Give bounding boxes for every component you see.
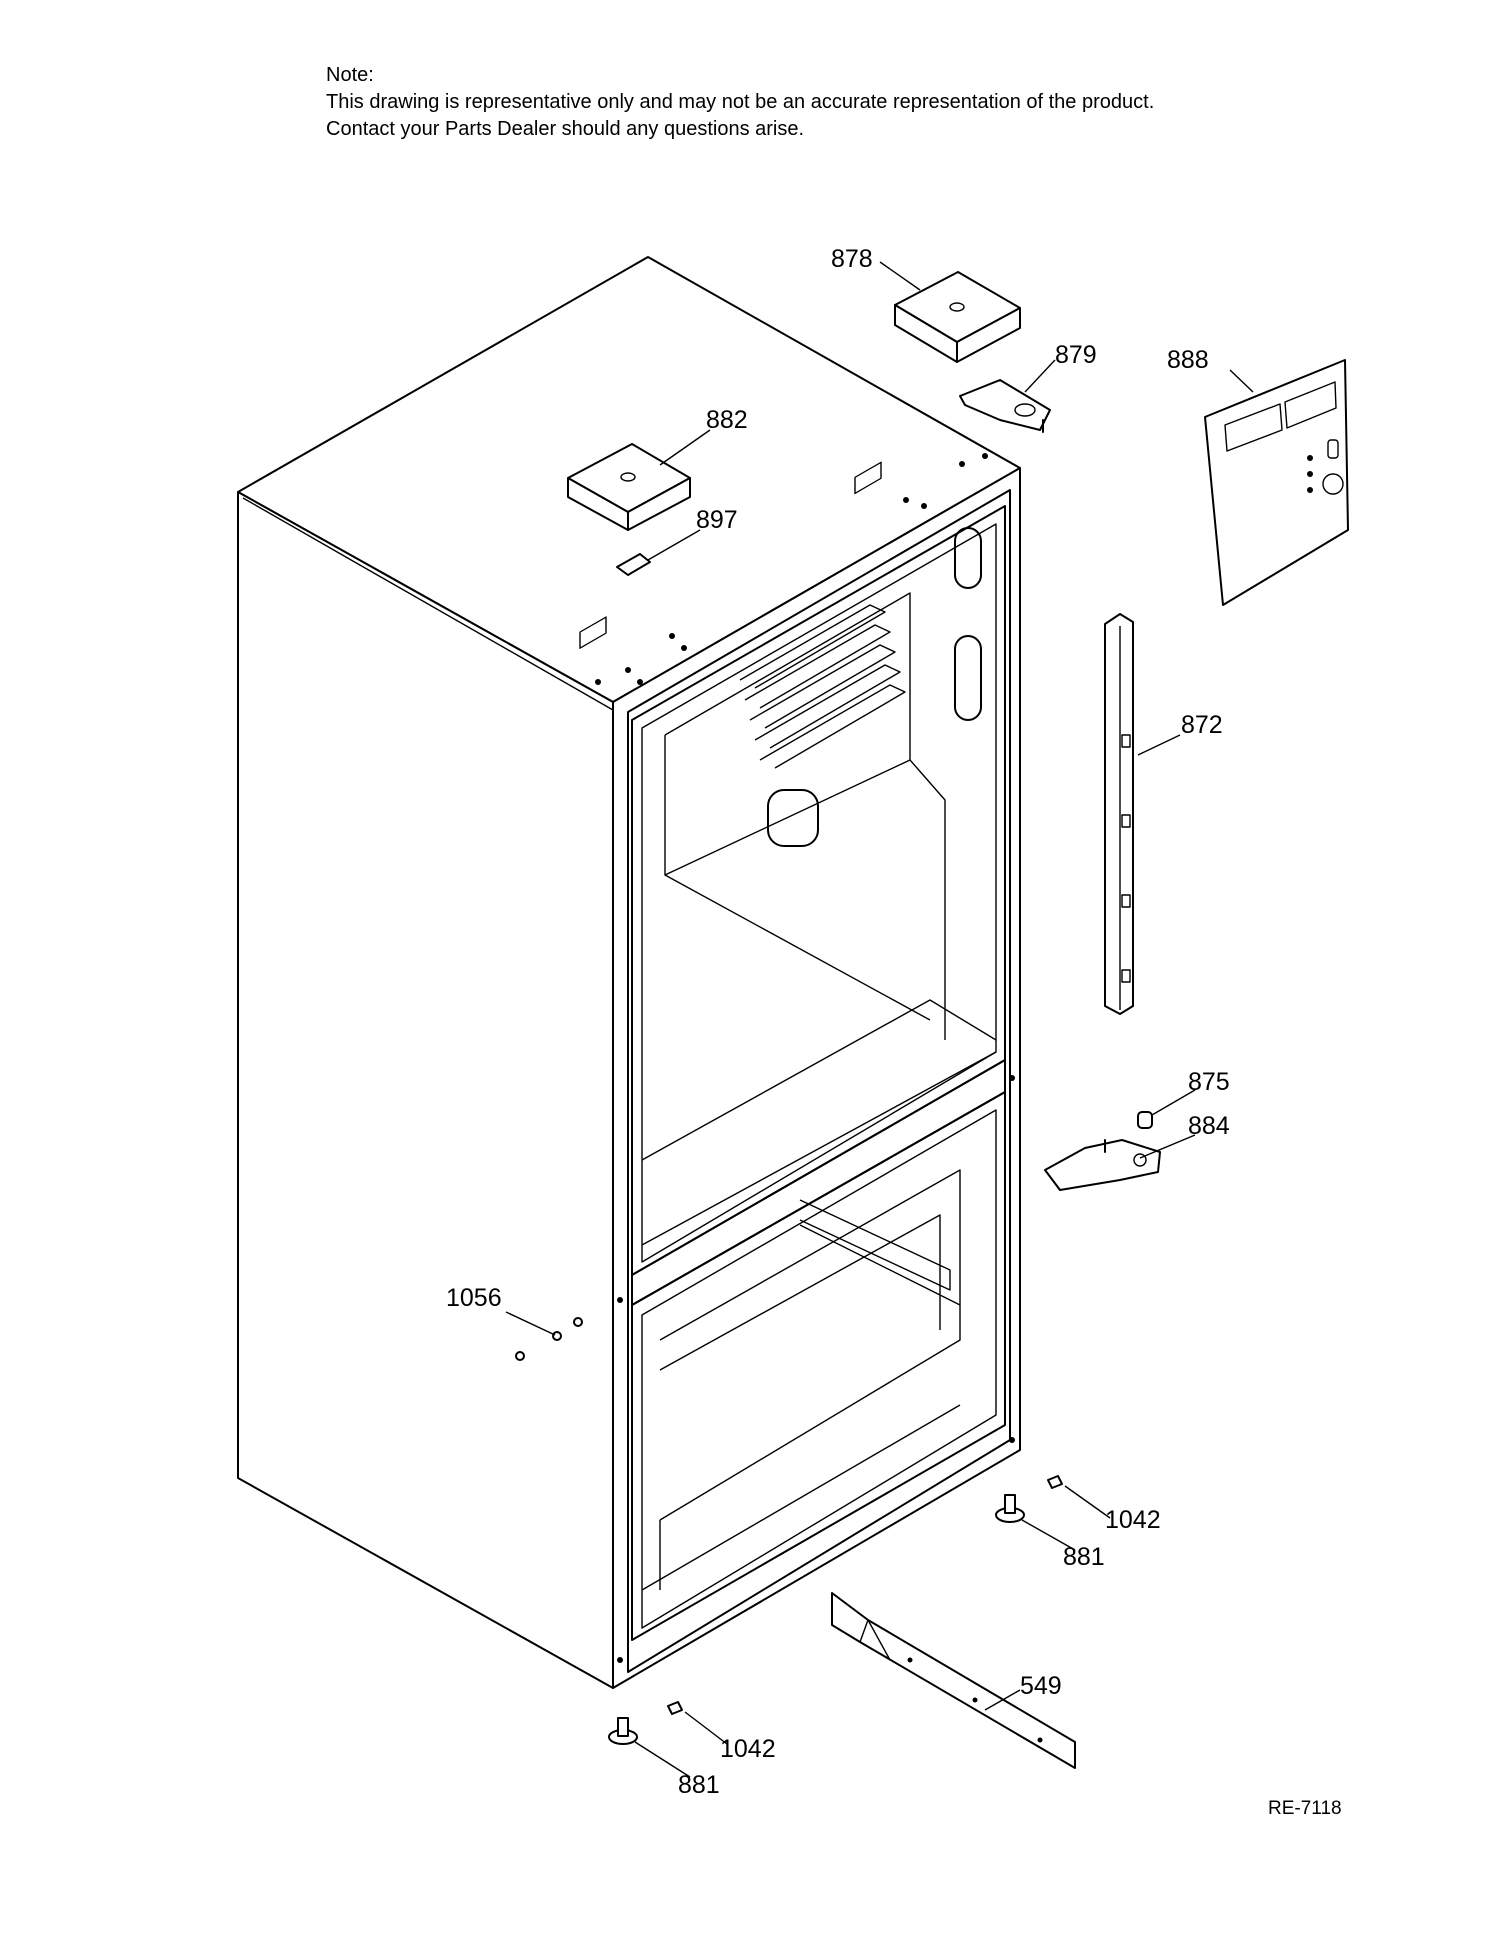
- callout-878: 878: [831, 245, 873, 273]
- callout-872: 872: [1181, 711, 1223, 739]
- callout-897: 897: [696, 506, 738, 534]
- callout-labels: 878 879 888 882 897 872 875 884 1056 104…: [446, 245, 1230, 1799]
- callout-1042-right: 1042: [1105, 1506, 1161, 1534]
- part-1042-screw-right: [1047, 1475, 1063, 1489]
- part-881-leveling-leg-left: [608, 1717, 638, 1745]
- callout-881-right: 881: [1063, 1543, 1105, 1571]
- callout-549: 549: [1020, 1672, 1062, 1700]
- part-878-hinge-cover: [894, 271, 1021, 363]
- note-line-2: Contact your Parts Dealer should any que…: [326, 118, 805, 140]
- callout-1042-left: 1042: [720, 1735, 776, 1763]
- part-549-base-bracket: [831, 1592, 1076, 1769]
- part-1056-screws: [515, 1317, 583, 1361]
- callout-875: 875: [1188, 1068, 1230, 1096]
- part-879-top-hinge: [959, 379, 1051, 433]
- callout-888: 888: [1167, 346, 1209, 374]
- callout-881-left: 881: [678, 1771, 720, 1799]
- part-897-plug: [616, 553, 651, 576]
- part-881-leveling-leg-right: [995, 1494, 1025, 1523]
- callout-1056: 1056: [446, 1284, 502, 1312]
- part-882-hinge-cover: [567, 443, 691, 531]
- part-875-hinge-pin: [1137, 1111, 1153, 1129]
- evaporator-fins: [739, 604, 906, 769]
- callout-884: 884: [1188, 1112, 1230, 1140]
- disclaimer-note: Note: This drawing is representative onl…: [326, 62, 1154, 143]
- part-872-rail: [1104, 613, 1134, 1015]
- callout-882: 882: [706, 406, 748, 434]
- part-888-literature: [1204, 359, 1349, 606]
- note-heading: Note:: [326, 64, 374, 86]
- part-884-center-hinge: [1044, 1139, 1161, 1191]
- leader-lines: [505, 261, 1254, 1778]
- part-1042-screw-left: [667, 1701, 683, 1715]
- callout-879: 879: [1055, 341, 1097, 369]
- reference-code: RE-7118: [1268, 1798, 1342, 1819]
- note-line-1: This drawing is representative only and …: [326, 91, 1155, 113]
